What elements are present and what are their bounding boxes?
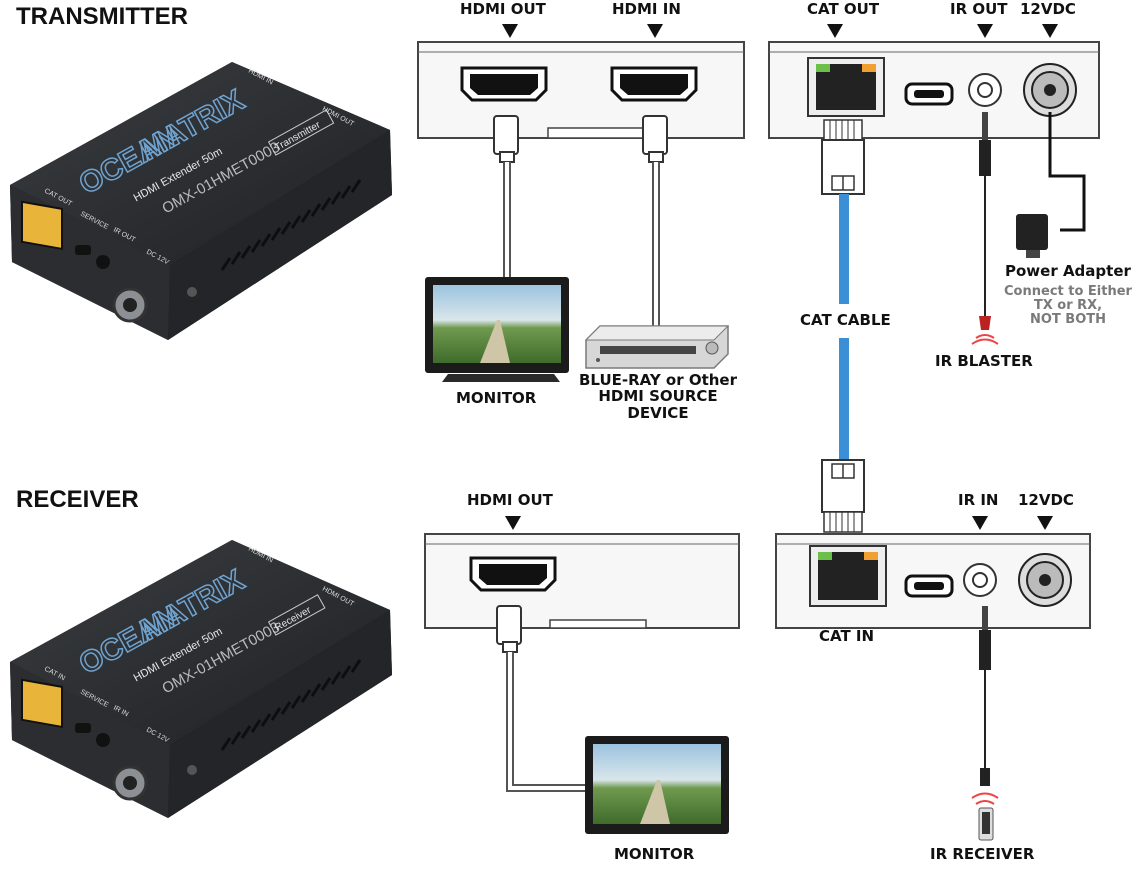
ir-receiver-label: IR RECEIVER: [930, 845, 1035, 863]
rx-ir-in-label: IR IN: [958, 491, 999, 509]
tx-cat-out-label: CAT OUT: [807, 0, 880, 18]
rx-rj45-plug: [821, 459, 865, 533]
rx-back-panel: [775, 533, 1091, 629]
ir-blaster-cable: [971, 112, 999, 345]
tx-hdmi-panel: [417, 41, 745, 139]
tx-source-label-2: HDMI SOURCE: [598, 387, 718, 405]
rx-hdmi-out-label: HDMI OUT: [467, 491, 553, 509]
tx-monitor: [425, 277, 569, 382]
tx-hdmi-out-label: HDMI OUT: [460, 0, 546, 18]
tx-source-label-3: DEVICE: [627, 404, 689, 422]
tx-rj45-plug: [821, 119, 865, 195]
transmitter-title: TRANSMITTER: [16, 3, 188, 30]
bluray-player: [584, 325, 730, 369]
power-note-1: Connect to Either: [1004, 284, 1132, 299]
power-adapter-label: Power Adapter: [1005, 262, 1131, 280]
tx-hdmi-cables: [493, 115, 668, 326]
rx-monitor: [585, 736, 729, 834]
receiver-title: RECEIVER: [16, 486, 139, 513]
rx-monitor-label: MONITOR: [614, 845, 695, 863]
tx-back-panel: [768, 41, 1100, 139]
tx-monitor-label: MONITOR: [456, 389, 537, 407]
rx-cat-in-label: CAT IN: [819, 627, 875, 645]
rx-hdmi-cable: [496, 605, 590, 792]
rx-12vdc-label: 12VDC: [1018, 491, 1074, 509]
rx-hdmi-panel: [424, 533, 740, 629]
cat-cable-label: CAT CABLE: [800, 311, 891, 329]
power-adapter: [1016, 112, 1086, 258]
cat-cable: [839, 194, 849, 462]
ir-blaster-label: IR BLASTER: [935, 352, 1033, 370]
receiver-device-photo: OCEAN MATRIX HDMI Extender 50m OMX-01HME…: [10, 540, 392, 818]
tx-port-arrows: [502, 24, 1058, 530]
transmitter-device-photo: OCEAN MATRIX HDMI Extender 50m OMX-01HME…: [10, 62, 392, 340]
tx-source-label-1: BLUE-RAY or Other: [578, 371, 737, 389]
power-note-2: TX or RX,: [1033, 298, 1103, 313]
ir-receiver-cable: [971, 606, 999, 841]
power-note-3: NOT BOTH: [1029, 312, 1107, 327]
tx-ir-out-label: IR OUT: [950, 0, 1008, 18]
tx-12vdc-label: 12VDC: [1020, 0, 1076, 18]
tx-hdmi-in-label: HDMI IN: [612, 0, 681, 18]
